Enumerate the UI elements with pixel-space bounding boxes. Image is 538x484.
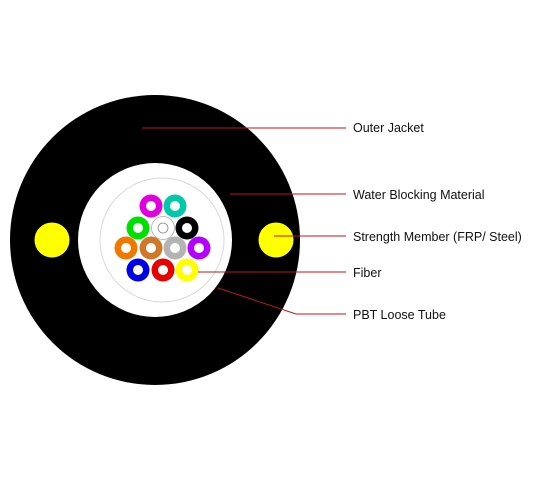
label-pbt-loose-tube: PBT Loose Tube [353,308,446,322]
fiber-white [151,216,175,240]
fiber-violet [187,236,211,260]
fiber-brown [139,236,163,260]
loose-tube-outline [99,177,225,303]
leader-lines [142,127,346,315]
fiber-orange-core [121,243,131,253]
fiber-yellow-core [182,265,192,275]
fiber-orange [114,236,138,260]
label-fiber: Fiber [353,266,381,280]
fiber-pink-core [146,201,156,211]
fiber-gray [163,236,187,260]
label-outer-jacket: Outer Jacket [353,121,424,135]
strength-member-left [33,221,71,259]
label-water-blocking-material: Water Blocking Material [353,188,485,202]
label-strength-member: Strength Member (FRP/ Steel) [353,230,522,244]
leader-line-loose-tube-diag [217,287,297,315]
fiber-green [126,216,150,240]
fiber-white-core [157,222,169,234]
fiber-aqua [163,194,187,218]
fiber-black-core [182,223,192,233]
fiber-aqua-core [170,201,180,211]
fiber-brown-core [146,243,156,253]
fiber-blue-core [133,265,143,275]
fiber-red-core [158,265,168,275]
fiber-black [175,216,199,240]
fiber-violet-core [194,243,204,253]
fiber-bundle [114,194,211,282]
fiber-gray-core [170,243,180,253]
fiber-red [151,258,175,282]
fiber-green-core [133,223,143,233]
fiber-pink [139,194,163,218]
fiber-blue [126,258,150,282]
fiber-yellow [175,258,199,282]
strength-member-right [257,221,295,259]
